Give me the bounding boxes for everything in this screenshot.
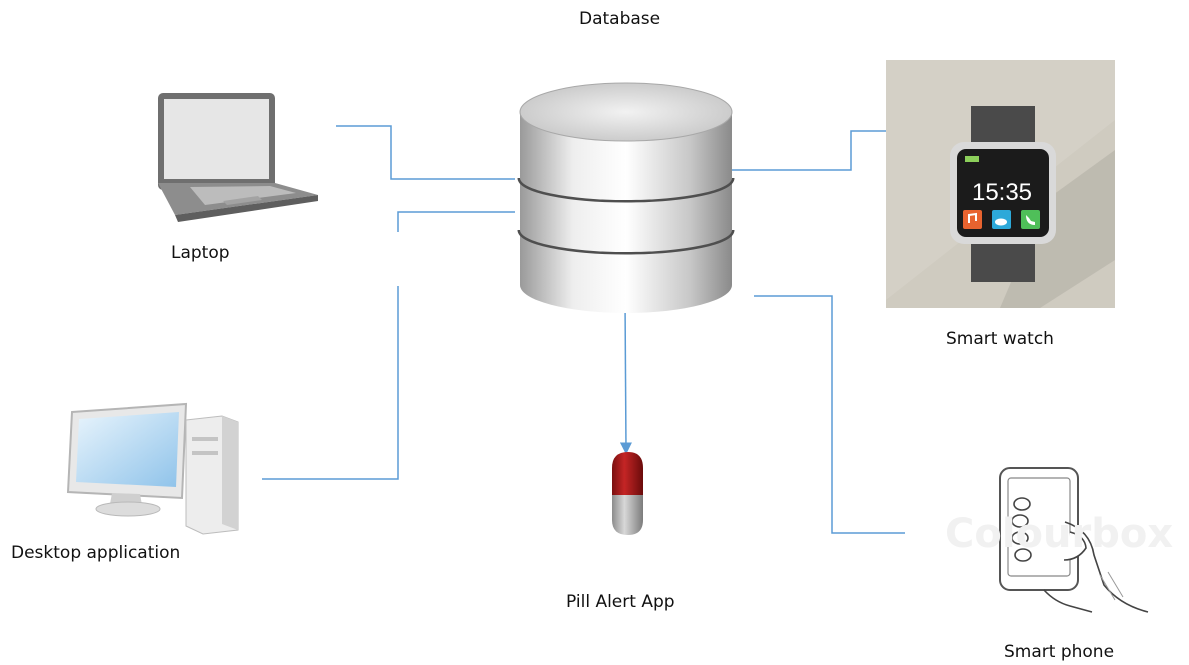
pill-alert-app-label: Pill Alert App <box>566 592 675 612</box>
connector-db-pill <box>619 299 632 455</box>
smart-phone-label: Smart phone <box>1004 642 1115 662</box>
laptop-icon <box>158 93 318 222</box>
smart-watch-label: Smart watch <box>946 329 1054 349</box>
database-label: Database <box>579 9 661 29</box>
connector-db-phone <box>754 295 905 534</box>
desktop-computer-icon <box>66 402 239 535</box>
database-icon <box>517 82 735 313</box>
connector-db-desktop-lower <box>262 286 399 480</box>
smart-watch-icon: 15:35 <box>886 60 1115 308</box>
desktop-application-label: Desktop application <box>11 543 181 563</box>
smart-phone-icon <box>999 467 1149 613</box>
pill-icon <box>612 452 643 535</box>
connector-db-desktop-upper <box>397 211 515 232</box>
connector-laptop-db <box>336 125 515 180</box>
colourbox-watermark: Colourbox <box>945 511 1173 557</box>
laptop-label: Laptop <box>171 243 230 263</box>
watch-time: 15:35 <box>972 179 1032 206</box>
